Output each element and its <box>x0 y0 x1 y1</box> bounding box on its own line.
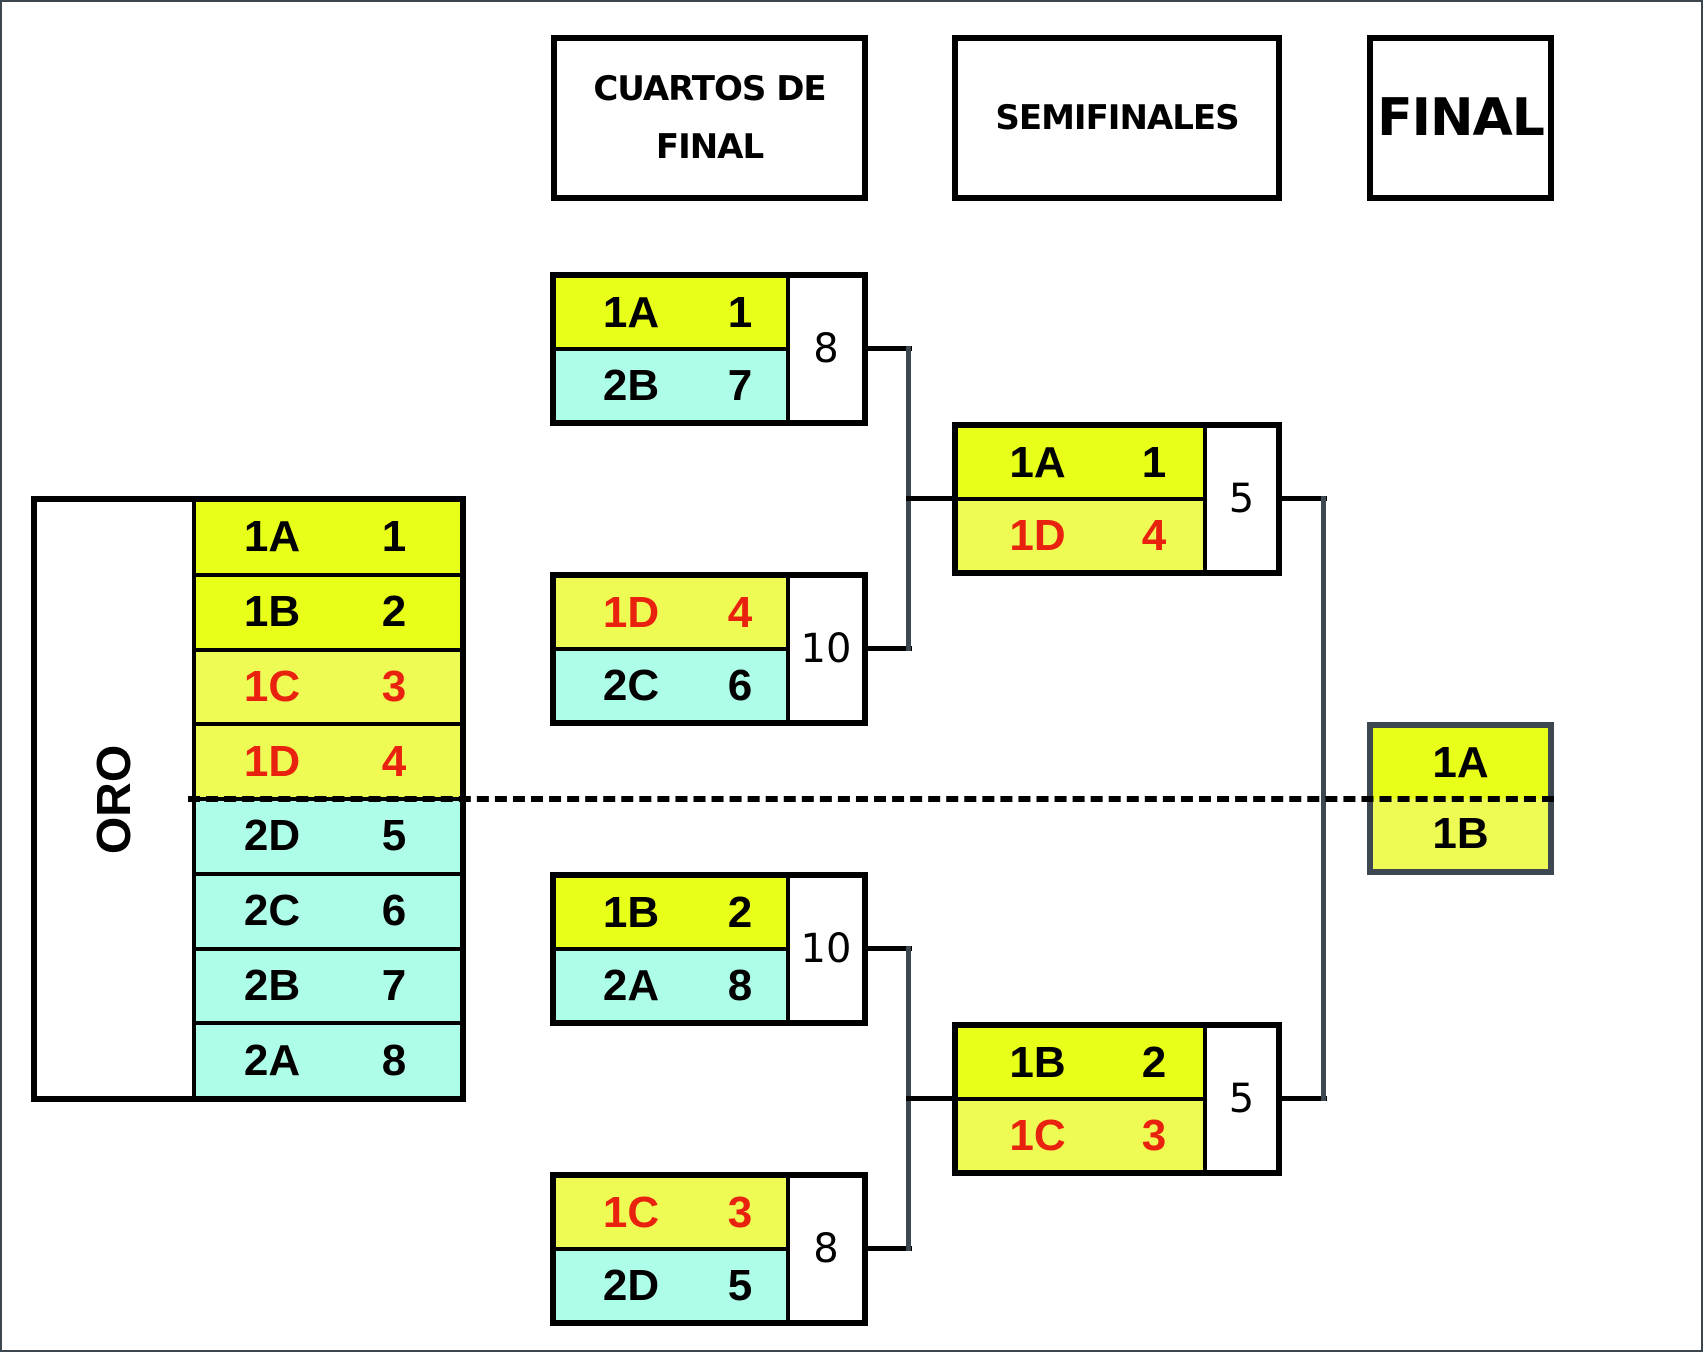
connector-qf3 <box>868 946 912 951</box>
quarterfinal-match-1: 1A 1 2B 7 8 <box>550 272 868 426</box>
connector-to-sf1 <box>906 496 954 501</box>
group-row: 2A 8 <box>196 1021 460 1096</box>
connector-qf4 <box>868 1246 912 1251</box>
team-code: 2C <box>243 886 301 936</box>
team-code: 2D <box>243 811 301 861</box>
match-team: 1D 4 <box>556 578 786 647</box>
header-final-text: FINAL <box>1377 88 1545 148</box>
team-seed: 4 <box>727 587 753 637</box>
team-seed: 5 <box>727 1260 753 1310</box>
team-code: 2C <box>602 660 660 710</box>
team-seed: 1 <box>1141 437 1167 487</box>
team-seed: 6 <box>727 660 753 710</box>
team-seed: 1 <box>727 287 753 337</box>
team-seed: 3 <box>381 661 407 711</box>
connector-sf2 <box>1282 1096 1327 1101</box>
header-quarterfinals: CUARTOS DE FINAL <box>551 35 868 201</box>
team-seed: 1 <box>381 512 407 562</box>
match-score: 10 <box>800 926 852 972</box>
match-score: 8 <box>813 1226 839 1272</box>
connector-qf2 <box>868 646 912 651</box>
team-code: 1A <box>243 512 301 562</box>
group-row: 2B 7 <box>196 946 460 1022</box>
qualification-cut-line <box>188 796 1554 802</box>
team-seed: 3 <box>1141 1110 1167 1160</box>
team-seed: 8 <box>727 960 753 1010</box>
match-team: 1B 2 <box>958 1028 1203 1097</box>
match-team: 1C 3 <box>958 1097 1203 1170</box>
group-row: 1C 3 <box>196 647 460 723</box>
group-label-text: ORO <box>88 744 141 854</box>
team-seed: 6 <box>381 886 407 936</box>
team-seed: 2 <box>727 887 753 937</box>
match-score: 5 <box>1228 476 1255 522</box>
match-team: 1D 4 <box>958 497 1203 570</box>
quarterfinal-match-3: 1B 2 2A 8 10 <box>550 872 868 1026</box>
team-seed: 5 <box>381 811 407 861</box>
group-row: 1D 4 <box>196 722 460 797</box>
group-row: 2C 6 <box>196 871 460 947</box>
team-seed: 7 <box>727 360 753 410</box>
team-seed: 7 <box>381 960 407 1010</box>
group-row: 1B 2 <box>196 572 460 648</box>
team-code: 1D <box>243 736 301 786</box>
match-score: 8 <box>813 326 839 372</box>
quarterfinal-match-4: 1C 3 2D 5 8 <box>550 1172 868 1326</box>
match-score: 10 <box>800 626 852 672</box>
team-code: 1B <box>1009 1037 1066 1087</box>
connector-sf1 <box>1282 496 1327 501</box>
team-seed: 2 <box>381 587 407 637</box>
team-code: 2A <box>602 960 660 1010</box>
team-code: 2B <box>243 960 301 1010</box>
team-code: 2D <box>602 1260 660 1310</box>
group-oro: ORO 1A 1 1B 2 1C 3 1D 4 2D 5 2C 6 2B 7 2A 8 <box>31 496 466 1102</box>
team-seed: 4 <box>1141 510 1167 560</box>
team-seed: 8 <box>381 1035 407 1085</box>
header-semifinals: SEMIFINALES <box>952 35 1282 201</box>
match-team: 2C 6 <box>556 647 786 720</box>
team-seed: 4 <box>381 736 407 786</box>
team-code: 1D <box>602 587 660 637</box>
match-team: 2B 7 <box>556 347 786 420</box>
group-label: ORO <box>37 502 196 1096</box>
team-code: 1B <box>243 587 301 637</box>
group-rows: 1A 1 1B 2 1C 3 1D 4 2D 5 2C 6 2B 7 2A 8 <box>196 502 460 1096</box>
semifinal-match-1: 1A 1 1D 4 5 <box>952 422 1282 576</box>
final-team: 1B <box>1373 798 1548 869</box>
team-code: 2A <box>243 1035 301 1085</box>
team-code: 1C <box>602 1187 660 1237</box>
connector-qf1 <box>868 346 912 351</box>
match-team: 1A 1 <box>958 428 1203 497</box>
header-quarterfinals-text: CUARTOS DE FINAL <box>593 69 826 167</box>
final-match: 1A 1B <box>1367 722 1554 875</box>
header-semifinals-text: SEMIFINALES <box>995 98 1239 138</box>
team-code: 1D <box>1009 510 1066 560</box>
final-team: 1A <box>1373 728 1548 799</box>
match-team: 2D 5 <box>556 1247 786 1320</box>
quarterfinal-match-2: 1D 4 2C 6 10 <box>550 572 868 726</box>
group-row: 1A 1 <box>196 502 460 573</box>
match-team: 1B 2 <box>556 878 786 947</box>
match-team: 1C 3 <box>556 1178 786 1247</box>
header-final: FINAL <box>1367 35 1554 201</box>
team-seed: 3 <box>727 1187 753 1237</box>
team-code: 1A <box>602 287 660 337</box>
team-code: 1A <box>1009 437 1066 487</box>
semifinal-match-2: 1B 2 1C 3 5 <box>952 1022 1282 1176</box>
connector-to-sf2 <box>906 1096 954 1101</box>
match-team: 1A 1 <box>556 278 786 347</box>
team-code: 2B <box>602 360 660 410</box>
team-code: 1C <box>1009 1110 1066 1160</box>
match-score: 5 <box>1228 1076 1255 1122</box>
team-code: 1B <box>602 887 660 937</box>
group-row: 2D 5 <box>196 797 460 872</box>
team-code: 1C <box>243 661 301 711</box>
team-seed: 2 <box>1141 1037 1167 1087</box>
match-team: 2A 8 <box>556 947 786 1020</box>
